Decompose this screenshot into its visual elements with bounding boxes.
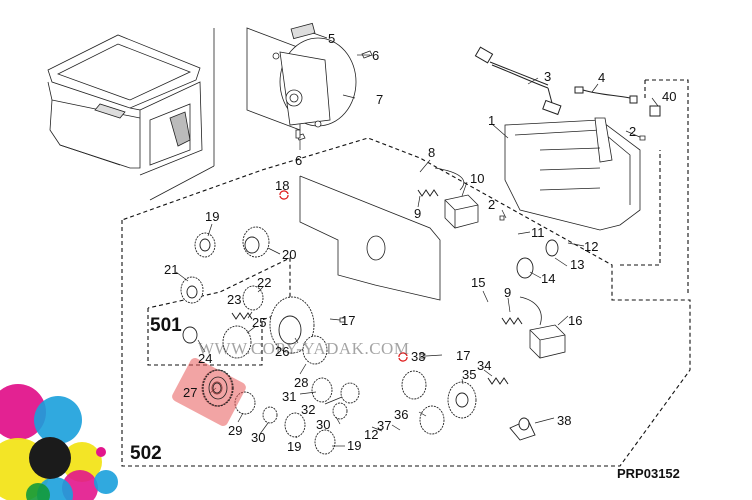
motor-assembly — [246, 22, 373, 141]
highlighted-gear-27 — [202, 369, 234, 407]
part-label-35: 35 — [462, 367, 477, 382]
part-label-7: 7 — [376, 92, 384, 107]
part-label-20: 20 — [282, 247, 297, 262]
part-label-2: 2 — [629, 124, 637, 139]
part-label-19: 19 — [347, 438, 362, 453]
rotation-marker-18-icon — [279, 190, 289, 200]
part-label-22: 22 — [257, 275, 272, 290]
part-label-12: 12 — [584, 239, 599, 254]
part-label-19: 19 — [287, 439, 302, 454]
rotation-marker-33-icon — [398, 352, 408, 362]
cmyk-logo — [0, 384, 118, 500]
part-label-24: 24 — [198, 351, 213, 366]
leader-lines — [175, 32, 659, 447]
group-boundaries — [121, 79, 691, 467]
part-label-33: 33 — [411, 349, 426, 364]
part-label-13: 13 — [570, 257, 585, 272]
harnesses — [474, 46, 661, 117]
side-plate — [299, 175, 441, 301]
copier-illustration — [47, 28, 215, 201]
springs — [231, 189, 523, 385]
part-label-26: 26 — [275, 344, 290, 359]
part-label-6: 6 — [295, 153, 303, 168]
part-label-12: 12 — [364, 427, 379, 442]
part-label-17: 17 — [456, 348, 471, 363]
part-label-9: 9 — [504, 285, 512, 300]
diagram-code: PRP03152 — [617, 466, 680, 481]
part-label-19: 19 — [205, 209, 220, 224]
part-label-27: 27 — [183, 385, 198, 400]
part-label-5: 5 — [328, 31, 336, 46]
part-label-9: 9 — [414, 206, 422, 221]
screws — [295, 129, 646, 359]
part-label-36: 36 — [394, 407, 409, 422]
part-label-23: 23 — [227, 292, 242, 307]
group-label-502: 502 — [130, 443, 162, 464]
group-502-boundary — [121, 137, 691, 467]
part-label-4: 4 — [598, 70, 606, 85]
part-label-32: 32 — [301, 402, 316, 417]
part-label-40: 40 — [662, 89, 677, 104]
part-label-38: 38 — [557, 413, 572, 428]
part-label-2: 2 — [488, 197, 496, 212]
part-label-17: 17 — [341, 313, 356, 328]
part-label-30: 30 — [316, 417, 331, 432]
part-label-15: 15 — [471, 275, 486, 290]
part-label-11: 11 — [531, 225, 545, 240]
part-label-30: 30 — [251, 430, 266, 445]
part-label-10: 10 — [470, 171, 485, 186]
group-label-501: 501 — [150, 315, 182, 336]
part-label-8: 8 — [428, 145, 436, 160]
part-label-34: 34 — [477, 358, 492, 373]
part-label-31: 31 — [282, 389, 297, 404]
part-label-16: 16 — [568, 313, 583, 328]
part-label-6: 6 — [372, 48, 380, 63]
part-label-28: 28 — [294, 375, 309, 390]
part-label-3: 3 — [544, 69, 552, 84]
part-label-1: 1 — [488, 113, 496, 128]
part-label-21: 21 — [164, 262, 179, 277]
part-label-18: 18 — [275, 178, 290, 193]
part-label-29: 29 — [228, 423, 243, 438]
part-label-14: 14 — [541, 271, 556, 286]
watermark: WWW.COPY-YADAK.COM — [198, 339, 410, 358]
frame-bracket — [504, 117, 641, 231]
solenoids — [434, 167, 566, 359]
part-label-25: 25 — [252, 315, 267, 330]
part-label-37: 37 — [377, 418, 392, 433]
